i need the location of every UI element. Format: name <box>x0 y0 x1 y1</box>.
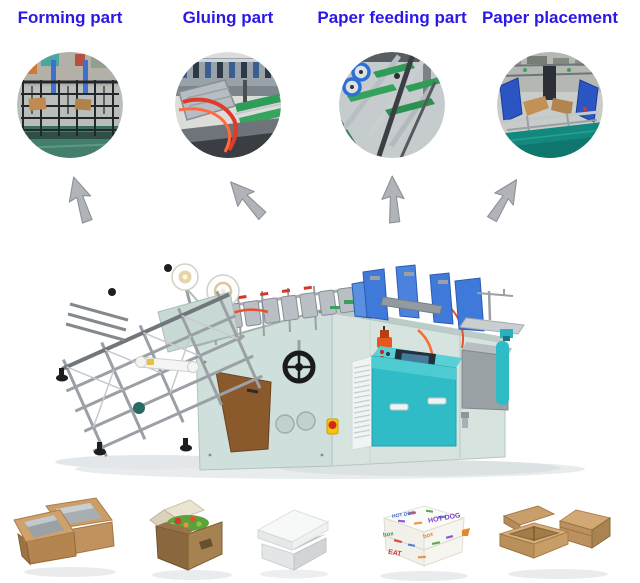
part-paper-feeding: Paper feeding part <box>312 0 472 232</box>
product-white-clamshell-box <box>250 500 338 582</box>
part-label-paper-placement: Paper placement <box>481 8 619 27</box>
product-kraft-window-boxes <box>12 494 127 580</box>
part-forming: Forming part <box>0 0 150 232</box>
up-arrow-icon <box>68 176 93 224</box>
paper-placement-photo-art <box>497 52 603 158</box>
kraft-window-boxes-art <box>13 497 116 577</box>
part-paper-placement: Paper placement <box>470 0 630 232</box>
gluing-part-photo <box>175 52 281 158</box>
kraft-takeout-box-art <box>149 499 232 580</box>
forming-part-photo <box>17 52 123 158</box>
paper-placement-photo <box>497 52 603 158</box>
carton-erecting-machine-photo <box>55 263 585 479</box>
kraft-burger-boxes-art <box>498 505 612 579</box>
paper-feeding-part-photo-art <box>339 52 445 158</box>
white-clamshell-box-art <box>256 509 330 579</box>
up-arrow-icon <box>486 179 518 223</box>
product-kraft-takeout-box <box>142 498 242 583</box>
part-label-paper-feeding: Paper feeding part <box>317 8 467 27</box>
up-arrow-icon <box>230 181 267 221</box>
part-label-forming: Forming part <box>17 8 123 27</box>
forming-part-photo-art <box>17 52 123 158</box>
up-arrow-icon <box>381 175 405 224</box>
printed-burger-box-art <box>380 505 470 581</box>
paper-feeding-part-photo <box>339 52 445 158</box>
product-kraft-burger-boxes <box>498 496 620 582</box>
part-label-gluing: Gluing part <box>182 8 274 27</box>
product-printed-burger-box: HOT DOG EAT box HOT DOG box <box>368 500 480 583</box>
part-gluing: Gluing part <box>148 0 308 232</box>
gluing-part-photo-art <box>175 52 281 158</box>
